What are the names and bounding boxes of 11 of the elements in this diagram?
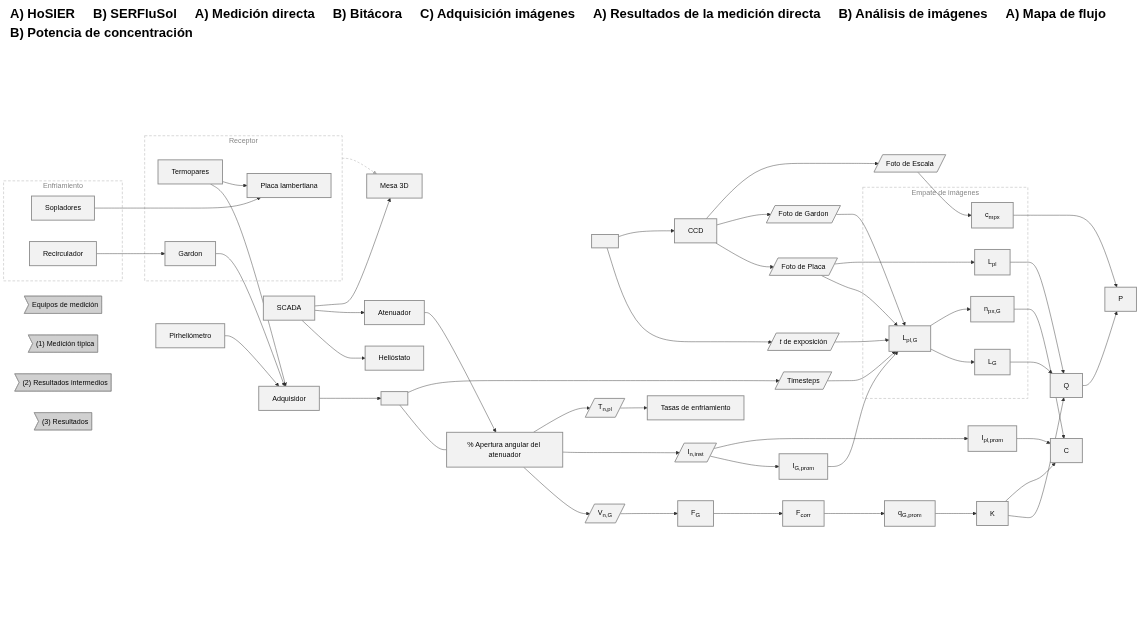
section-heading: B) Bitácora [332,6,403,21]
section-heading: A) Mapa de flujo [1005,6,1106,21]
section-heading: A) HoSIER [10,6,75,21]
section-heading: A) Resultados de la medición directa [592,6,821,21]
section-heading: B) Análisis de imágenes [838,6,988,21]
section-heading: B) SERFluSol [93,6,177,21]
section-heading: B) Potencia de concentración [10,25,193,40]
node-box [380,391,409,406]
section-heading: C) Adquisición imágenes [420,6,575,21]
node-box [591,234,619,249]
section-heading: A) Medición directa [194,6,315,21]
